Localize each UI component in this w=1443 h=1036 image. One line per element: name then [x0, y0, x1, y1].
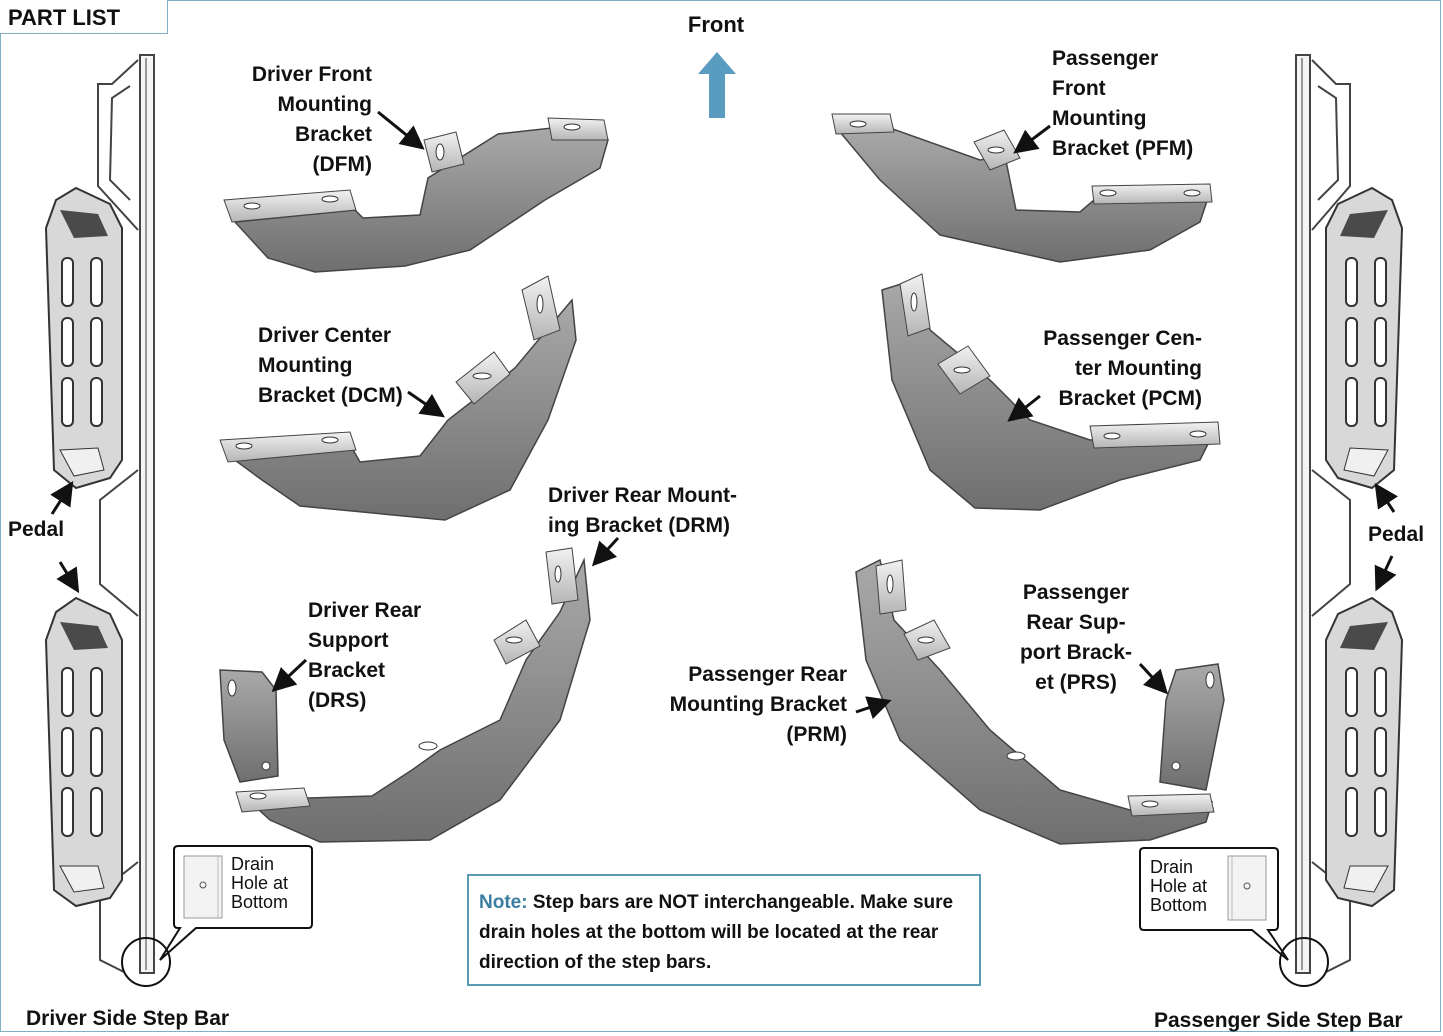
label-pedal-left: Pedal [8, 518, 65, 541]
label-pedal-right: Pedal [1368, 523, 1425, 546]
leader-arrows [50, 110, 1398, 720]
bracket-pcm [881, 273, 1221, 511]
driver-step-bar [97, 54, 155, 974]
passenger-pedal-upper [1325, 186, 1404, 490]
front-arrow [698, 52, 736, 118]
bracket-prm [855, 558, 1215, 845]
drain-callout-left [121, 845, 313, 987]
note-box: Note: Step bars are NOT interchangeable.… [467, 874, 981, 986]
note-label: Note: [479, 892, 528, 913]
part-list-tab: PART LIST [0, 0, 168, 34]
label-drm: Driver Rear Mount- ing Bracket (DRM) [548, 484, 738, 537]
label-passenger-step-bar: Passenger Side Step Bar [1154, 1009, 1403, 1032]
bracket-dcm [219, 275, 577, 521]
label-dfm: Driver Front Mounting Bracket (DFM) [251, 63, 372, 176]
bracket-pfm [831, 113, 1213, 263]
drain-callout-right [1139, 847, 1329, 987]
passenger-pedal-lower [1325, 596, 1404, 908]
label-drain-left: Drain Hole at Bottom [231, 854, 289, 912]
label-prm: Passenger Rear Mounting Bracket (PRM) [669, 663, 847, 746]
driver-pedal-lower [44, 596, 123, 908]
label-prs: Passenger Rear Sup- port Brack- et (PRS) [1019, 581, 1133, 694]
label-pfm: Passenger Front Mounting Bracket (PFM) [1052, 47, 1194, 160]
bracket-drs [219, 669, 279, 783]
driver-pedal-upper [44, 186, 123, 490]
label-pcm: Passenger Cen- ter Mounting Bracket (PCM… [1043, 327, 1202, 410]
front-label: Front [687, 12, 745, 37]
bracket-drm [235, 547, 591, 843]
label-drain-right: Drain Hole at Bottom [1150, 857, 1208, 915]
label-dcm: Driver Center Mounting Bracket (DCM) [258, 324, 403, 407]
bracket-prs [1159, 663, 1225, 791]
bracket-dfm [223, 117, 609, 273]
label-driver-step-bar: Driver Side Step Bar [26, 1007, 230, 1030]
note-text: Step bars are NOT interchangeable. Make … [479, 892, 954, 973]
label-drs: Driver Rear Support Bracket (DRS) [308, 599, 422, 712]
passenger-step-bar [1295, 54, 1351, 974]
